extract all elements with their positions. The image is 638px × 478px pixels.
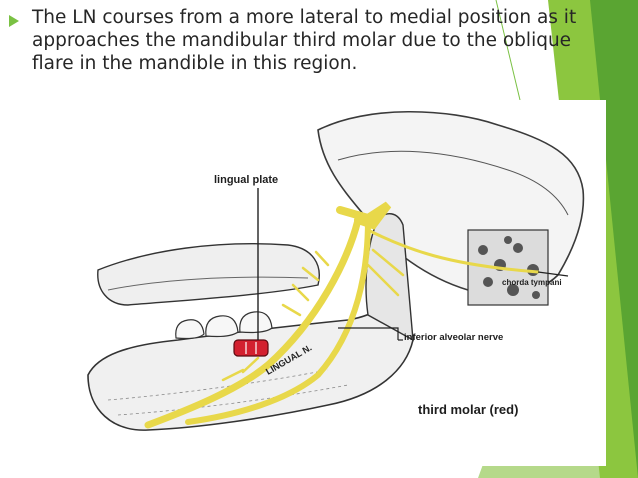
bullet-arrow-icon (9, 15, 19, 27)
nerves (144, 201, 540, 429)
chorda-leader (537, 271, 569, 277)
inferior-alveolar-nerve-label: inferior alveolar nerve (404, 332, 504, 343)
third-molar-red (233, 339, 269, 357)
ian-leader (338, 327, 399, 340)
mastoid-cells (478, 236, 540, 299)
anatomy-figure: LINGUAL N. lingual plate chorda tympani … (68, 100, 606, 466)
chorda-tympani-label: chorda tympani (502, 278, 562, 287)
mandible-texture (107, 369, 349, 416)
trigeminal-branches (336, 201, 392, 230)
skull-ridge (337, 150, 569, 216)
palate-shading (107, 276, 309, 291)
bullet-text: The LN courses from a more lateral to me… (32, 7, 577, 74)
chorda-tympani-nerve (366, 228, 540, 274)
inferior-alveolar-nerve (185, 217, 371, 425)
lingual-plate-label: lingual plate (214, 174, 279, 186)
accent-line (495, 0, 521, 101)
maxilla (97, 243, 320, 306)
molars (175, 311, 273, 340)
mandible-illustration: LINGUAL N. (87, 110, 585, 431)
lingual-nerve (144, 216, 362, 429)
third-molar-label: third molar (red) (418, 402, 519, 417)
